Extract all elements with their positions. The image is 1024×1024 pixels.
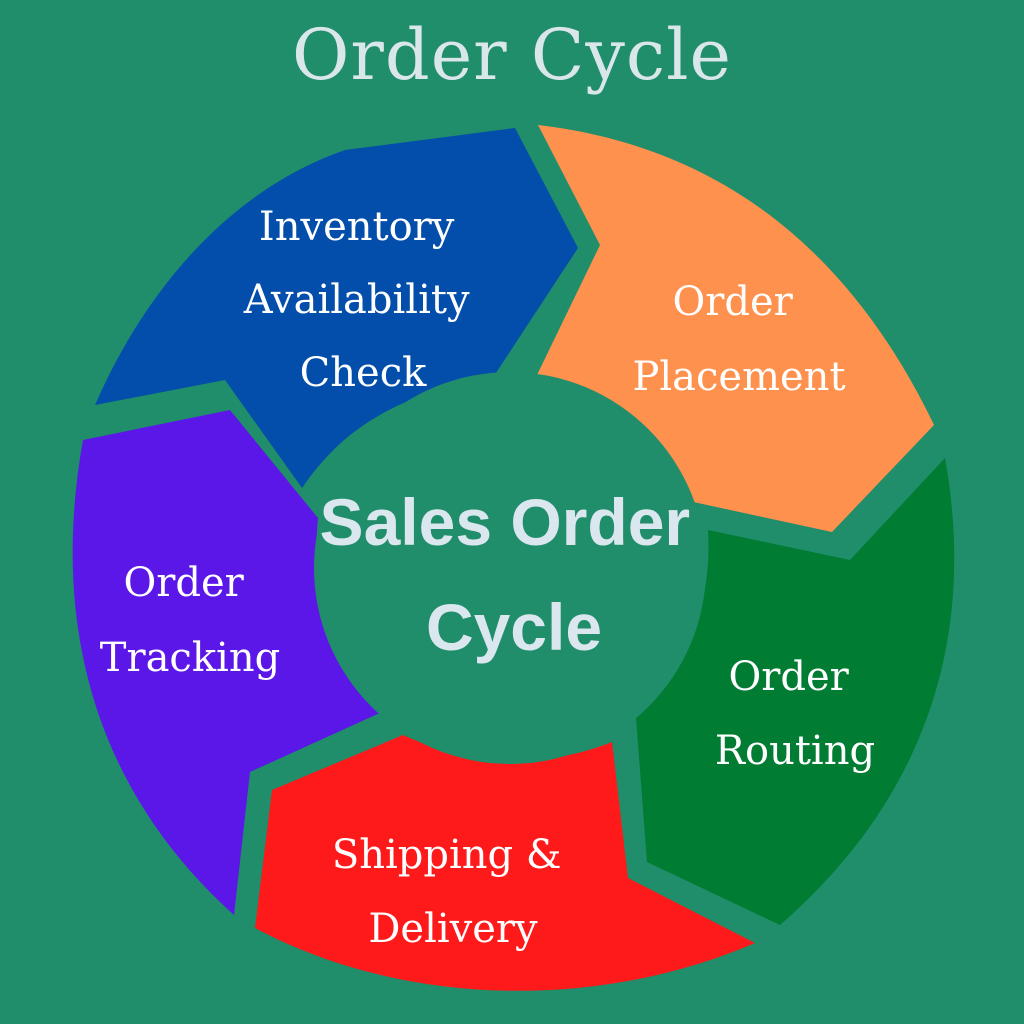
svg-text:Sales Order Cycle: Sales Order Cycle: [320, 485, 709, 664]
stage-routing-line-2: Routing: [715, 728, 875, 774]
svg-text:Order Tracking: Order Tracking: [100, 560, 280, 681]
center-hub-line-1: Sales Order: [320, 485, 691, 559]
stage-routing-shape: [636, 458, 955, 925]
center-hub-line-2: Cycle: [426, 590, 602, 664]
stage-tracking-line-2: Tracking: [100, 635, 280, 681]
stage-inventory-line-3: Check: [300, 350, 427, 396]
stage-order-routing: Order Routing: [636, 458, 955, 925]
center-hub-circle: [314, 372, 706, 764]
stage-inventory-availability-check: Inventory Availability Check: [95, 128, 578, 488]
stage-shipping-shape: [255, 735, 755, 991]
stage-shipping-delivery: Shipping & Delivery: [255, 735, 755, 991]
stage-inventory-line-1: Inventory: [259, 204, 455, 250]
stage-tracking-shape: [72, 410, 382, 915]
stage-shipping-line-2: Delivery: [368, 906, 538, 952]
svg-text:Shipping & Delivery: Shipping & Delivery: [332, 832, 574, 952]
stage-placement-shape: [536, 125, 934, 532]
diagram-title: Order Cycle: [292, 14, 732, 96]
svg-text:Order Placement: Order Placement: [632, 279, 845, 400]
stage-inventory-shape: [95, 128, 578, 488]
stage-shipping-line-1: Shipping &: [332, 832, 562, 878]
svg-text:Order Routing: Order Routing: [715, 654, 875, 774]
stage-order-placement: Order Placement: [536, 125, 934, 532]
svg-text:Inventory Availability: Inventory Availability Check: [243, 204, 483, 396]
stage-inventory-line-2: Availability: [243, 277, 470, 323]
stage-placement-line-2: Placement: [632, 354, 845, 400]
stage-order-tracking: Order Tracking: [72, 410, 382, 915]
center-hub: Sales Order Cycle: [314, 372, 709, 764]
stage-routing-line-1: Order: [728, 654, 849, 700]
stage-placement-line-1: Order: [672, 279, 793, 325]
stage-tracking-line-1: Order: [123, 560, 244, 606]
